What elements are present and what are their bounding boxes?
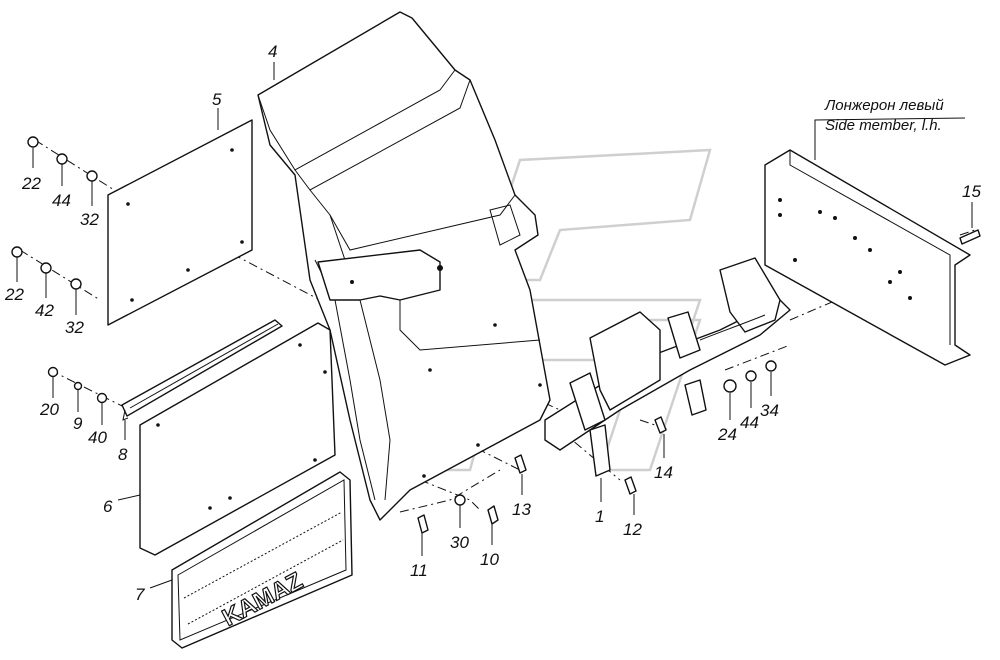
callout-8: 8 <box>118 445 128 464</box>
side-member-rail <box>764 149 971 366</box>
bolt-13 <box>514 454 527 474</box>
part-8-strip <box>121 319 283 421</box>
bolt-11 <box>417 514 429 534</box>
callout-44-b: 44 <box>740 413 759 432</box>
fasteners <box>11 136 981 534</box>
callout-20: 20 <box>39 400 59 419</box>
caption-ru: Лонжерон левый <box>824 97 944 114</box>
nut-22-a <box>27 136 39 148</box>
bolt-14 <box>654 416 667 434</box>
nut-22-b <box>11 246 23 258</box>
nut-24 <box>723 379 737 393</box>
callout-6: 6 <box>103 497 113 516</box>
callout-42: 42 <box>35 301 54 320</box>
callout-9: 9 <box>73 414 83 433</box>
callout-1: 1 <box>595 507 604 526</box>
callout-44-a: 44 <box>52 191 71 210</box>
callout-5: 5 <box>212 90 222 109</box>
washer-34 <box>765 360 777 372</box>
washer-9 <box>73 381 83 391</box>
callout-24: 24 <box>717 425 737 444</box>
washer-44-a <box>56 153 68 165</box>
washer-44-b <box>745 370 757 382</box>
callout-12: 12 <box>623 520 642 539</box>
callout-22-a: 22 <box>21 174 41 193</box>
part-5-upper-panel <box>107 119 253 326</box>
part-4-fender <box>257 11 551 521</box>
callout-4: 4 <box>268 42 277 61</box>
callout-14: 14 <box>654 463 673 482</box>
caption-en: Side member, l.h. <box>825 117 942 134</box>
callout-40: 40 <box>88 428 107 447</box>
callout-10: 10 <box>480 550 499 569</box>
part-6-lower-panel <box>139 322 336 556</box>
callout-22-b: 22 <box>4 285 24 304</box>
part-1-bracket <box>544 257 791 477</box>
washer-40 <box>96 392 108 404</box>
washer-32-b <box>70 278 82 290</box>
callout-7: 7 <box>135 585 145 604</box>
washer-30 <box>454 494 466 506</box>
callout-13: 13 <box>512 500 531 519</box>
leader-lines <box>16 62 973 589</box>
washer-42 <box>40 262 52 274</box>
nut-20 <box>47 366 59 378</box>
callout-15: 15 <box>962 182 981 201</box>
bolt-12 <box>624 476 637 495</box>
bolt-15 <box>959 229 981 245</box>
callout-30: 30 <box>450 533 469 552</box>
washer-32-a <box>86 170 98 182</box>
callout-32-b: 32 <box>65 318 84 337</box>
bolt-10 <box>487 505 499 525</box>
callout-32-a: 32 <box>80 210 99 229</box>
callout-11: 11 <box>410 561 428 580</box>
callout-34: 34 <box>760 401 779 420</box>
